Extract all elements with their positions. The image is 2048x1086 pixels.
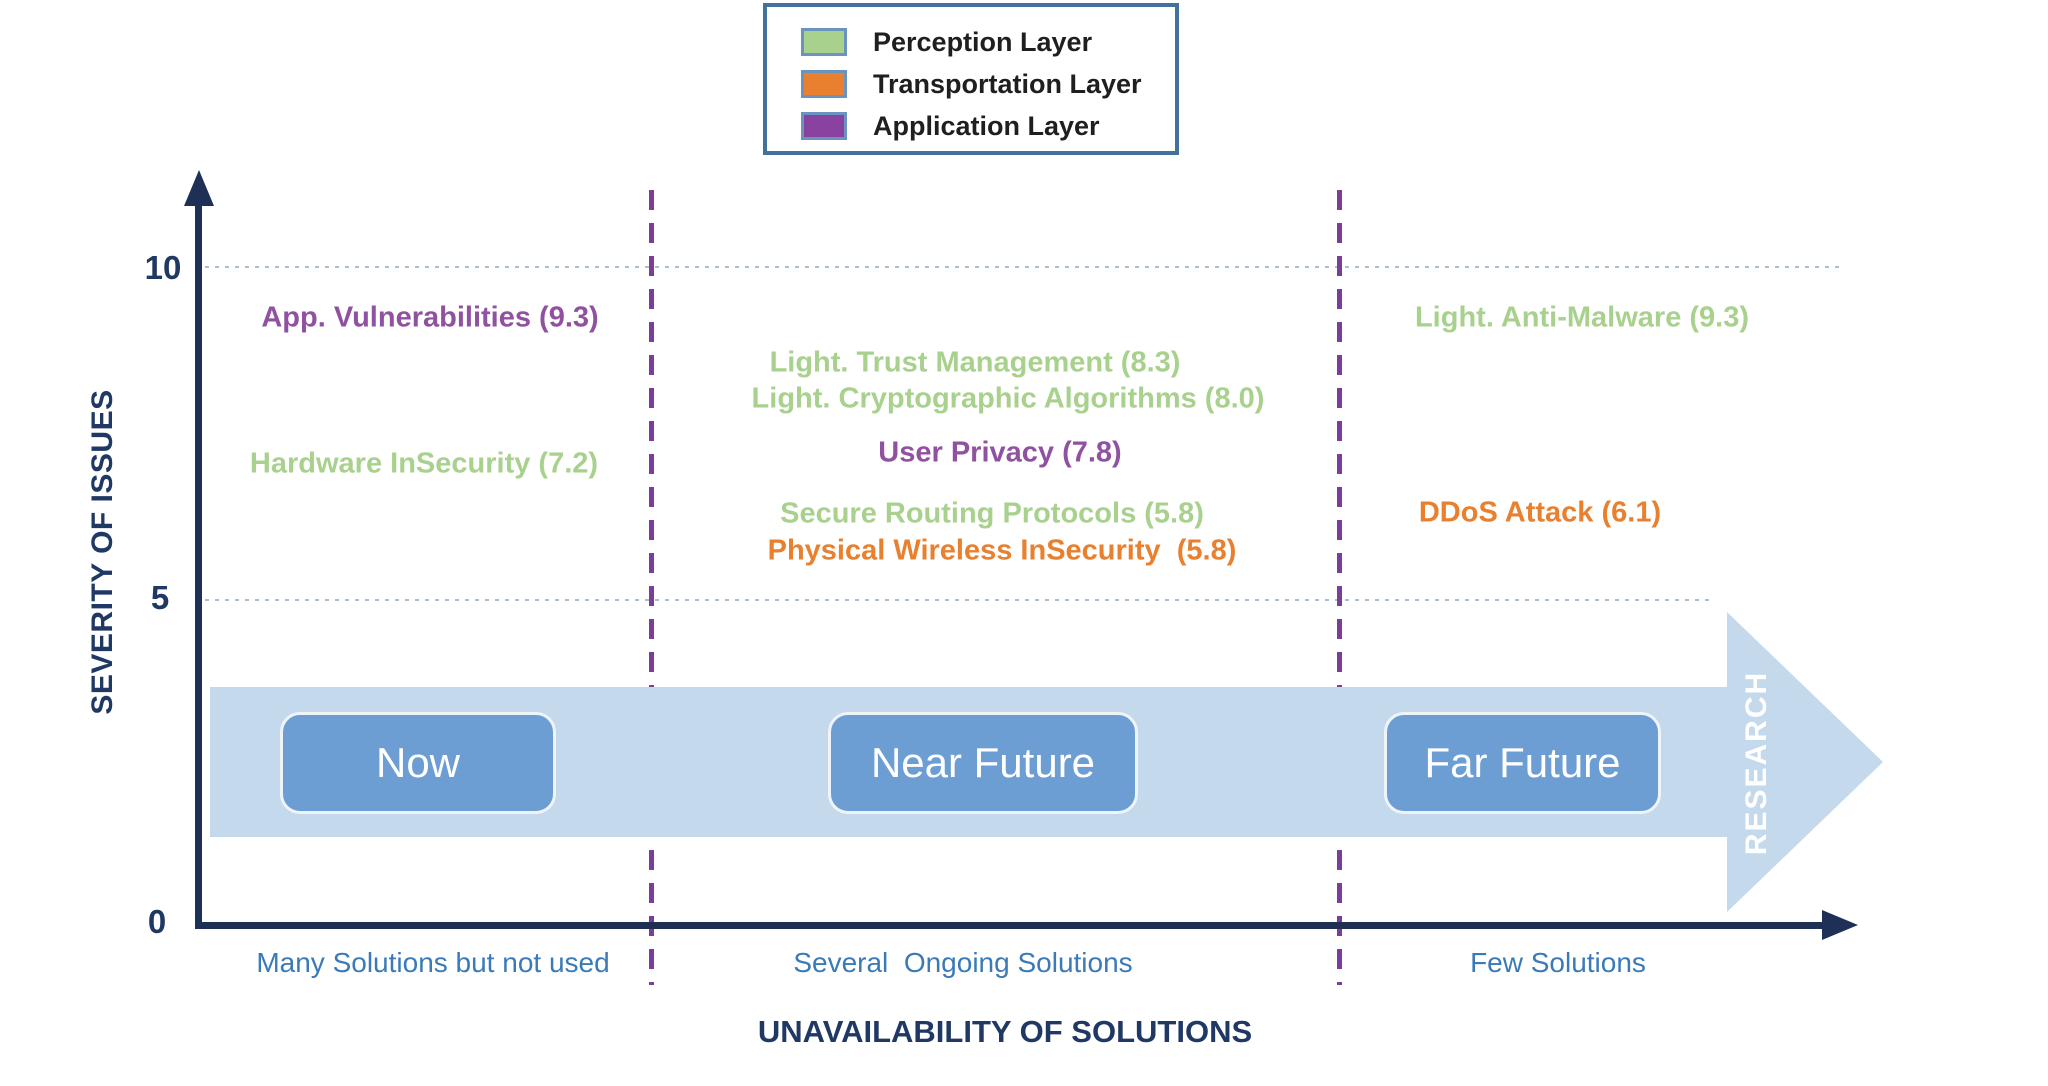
transportation-layer-swatch-icon [801, 70, 847, 98]
issue-hardware-insecurity: Hardware InSecurity (7.2) [249, 447, 599, 480]
legend-item-label: Perception Layer [873, 26, 1093, 57]
y-axis-line [195, 180, 202, 928]
issue-secure-routing: Secure Routing Protocols (5.8) [780, 497, 1204, 530]
now-button[interactable]: Now [280, 712, 556, 814]
section-divider-now-nearfuture [649, 190, 654, 985]
issue-ddos-attack: DDoS Attack (6.1) [1418, 496, 1662, 529]
legend-item-application: Application Layer [801, 105, 1175, 147]
legend-box: Perception Layer Transportation Layer Ap… [763, 3, 1179, 155]
y-tick-5: 5 [150, 579, 170, 616]
gridline-severity-10 [205, 266, 1845, 268]
issue-physical-wireless-insecurity: Physical Wireless InSecurity (5.8) [767, 534, 1237, 567]
x-axis-title: UNAVAILABILITY OF SOLUTIONS [757, 1014, 1253, 1049]
research-arrow-label: RESEARCH [1740, 670, 1773, 856]
legend-item-perception: Perception Layer [801, 21, 1175, 63]
x-axis-arrow-icon [1822, 910, 1858, 940]
application-layer-swatch-icon [801, 112, 847, 140]
gridline-severity-5 [205, 599, 1715, 601]
section-label-several-ongoing: Several Ongoing Solutions [793, 947, 1133, 978]
y-axis-title: SEVERITY OF ISSUES [86, 389, 119, 715]
legend-item-label: Transportation Layer [873, 68, 1142, 99]
y-tick-10: 10 [144, 249, 182, 286]
section-divider-nearfuture-farfuture [1337, 190, 1342, 985]
issue-user-privacy: User Privacy (7.8) [878, 436, 1122, 469]
far-future-button[interactable]: Far Future [1384, 712, 1661, 814]
section-label-many-solutions: Many Solutions but not used [256, 947, 610, 978]
issue-trust-management: Light. Trust Management (8.3) [769, 346, 1181, 379]
y-axis-arrow-icon [184, 170, 214, 206]
issue-cryptographic-algorithms: Light. Cryptographic Algorithms (8.0) [751, 382, 1265, 415]
near-future-button[interactable]: Near Future [828, 712, 1138, 814]
issue-anti-malware: Light. Anti-Malware (9.3) [1414, 301, 1750, 334]
issue-app-vulnerabilities: App. Vulnerabilities (9.3) [261, 301, 599, 334]
perception-layer-swatch-icon [801, 28, 847, 56]
y-tick-0: 0 [147, 903, 167, 940]
x-axis-line [195, 922, 1825, 929]
section-label-few-solutions: Few Solutions [1470, 947, 1646, 978]
legend-item-transportation: Transportation Layer [801, 63, 1175, 105]
legend-item-label: Application Layer [873, 110, 1100, 141]
